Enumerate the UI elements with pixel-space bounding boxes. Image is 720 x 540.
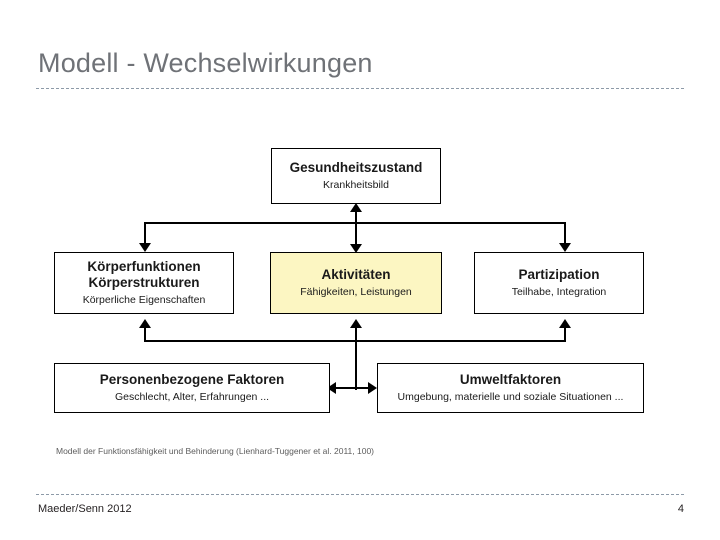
- node-aktivitaeten[interactable]: Aktivitäten Fähigkeiten, Leistungen: [270, 252, 442, 314]
- figure-caption: Modell der Funktionsfähigkeit und Behind…: [56, 446, 375, 456]
- page-title: Modell - Wechselwirkungen: [38, 48, 373, 78]
- arrow-right-to-environment: [368, 382, 377, 394]
- node-umweltfaktoren[interactable]: Umweltfaktoren Umgebung, materielle und …: [377, 363, 644, 413]
- connector-health-branch-horizontal: [144, 222, 566, 224]
- connector-personal-branch-left-rise: [144, 327, 146, 342]
- connector-personal-branch-right-rise: [564, 327, 566, 342]
- node-personenbezogene-faktoren[interactable]: Personenbezogene Faktoren Geschlecht, Al…: [54, 363, 330, 413]
- node-subtitle: Krankheitsbild: [323, 178, 389, 191]
- node-subtitle: Körperliche Eigenschaften: [82, 293, 206, 306]
- node-subtitle: Geschlecht, Alter, Erfahrungen ...: [114, 390, 270, 403]
- arrow-up-to-body: [139, 319, 151, 328]
- node-title: Personenbezogene Faktoren: [99, 372, 285, 388]
- footer-divider: [36, 494, 684, 495]
- connector-activity-health-line: [355, 208, 357, 248]
- node-title: Gesundheitszustand: [289, 160, 423, 176]
- node-title: Partizipation: [518, 267, 600, 283]
- connector-personal-activity-riser: [355, 327, 357, 390]
- connector-health-branch-left-drop: [144, 222, 146, 244]
- arrow-down-to-body: [139, 243, 151, 252]
- connector-health-branch-stub: [355, 218, 357, 220]
- arrow-down-to-participation: [559, 243, 571, 252]
- footer-page-number: 4: [677, 503, 684, 515]
- node-subtitle: Teilhabe, Integration: [511, 285, 607, 298]
- footer-author: Maeder/Senn 2012: [38, 503, 132, 515]
- node-title: Umweltfaktoren: [459, 372, 562, 388]
- connector-personal-environment-line: [335, 387, 375, 389]
- arrow-down-to-activity: [350, 244, 362, 253]
- node-koerperfunktionen[interactable]: Körperfunktionen Körperstrukturen Körper…: [54, 252, 234, 314]
- node-subtitle: Umgebung, materielle und soziale Situati…: [397, 390, 624, 403]
- title-divider: [36, 88, 684, 89]
- node-title-second-line: Körperstrukturen: [88, 275, 200, 291]
- arrow-left-to-personal: [327, 382, 336, 394]
- connector-health-branch-right-drop: [564, 222, 566, 244]
- arrow-up-to-activity: [350, 319, 362, 328]
- node-subtitle: Fähigkeiten, Leistungen: [300, 285, 412, 298]
- arrow-up-to-participation: [559, 319, 571, 328]
- node-gesundheitszustand[interactable]: Gesundheitszustand Krankheitsbild: [271, 148, 441, 204]
- arrow-up-to-health: [350, 203, 362, 212]
- node-partizipation[interactable]: Partizipation Teilhabe, Integration: [474, 252, 644, 314]
- node-title: Aktivitäten: [321, 267, 391, 283]
- node-title: Körperfunktionen: [87, 258, 201, 274]
